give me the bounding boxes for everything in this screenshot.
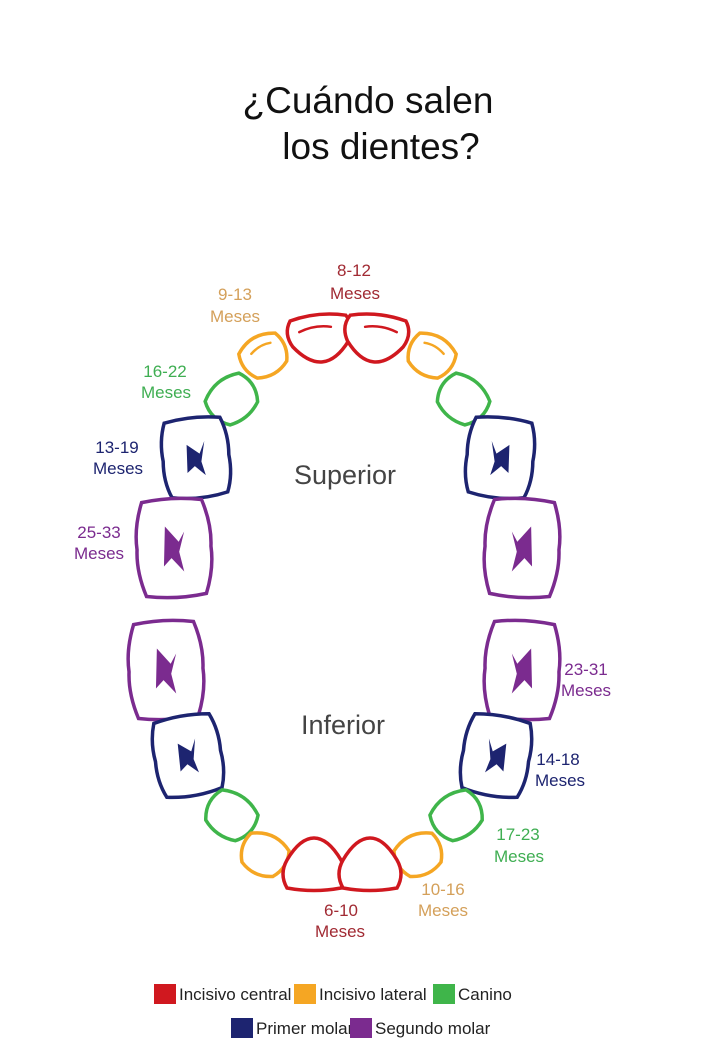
page-title: ¿Cuándo salen los dientes?	[0, 78, 726, 170]
legend-label: Incisivo lateral	[319, 985, 427, 1004]
label-lower-second-molar: 23-31 Meses	[561, 660, 611, 700]
lower-first-molar-right	[454, 708, 538, 803]
label-range: 16-22	[143, 362, 186, 381]
upper-first-molar-left	[156, 412, 236, 504]
label-range: 8-12	[337, 261, 371, 280]
legend-item-central-incisor: Incisivo central	[154, 984, 291, 1004]
legend-label: Incisivo central	[179, 985, 291, 1004]
label-lower-central-incisor: 6-10 Meses	[315, 901, 365, 941]
legend-swatch	[433, 984, 455, 1004]
label-upper-second-molar: 25-33 Meses	[74, 523, 124, 563]
legend-swatch	[231, 1018, 253, 1038]
label-range: 10-16	[421, 880, 464, 899]
label-unit: Meses	[561, 681, 611, 700]
lower-second-molar-left	[124, 616, 208, 724]
title-line-2: los dientes?	[282, 126, 480, 167]
label-unit: Meses	[494, 847, 544, 866]
legend-label: Primer molar	[256, 1019, 354, 1038]
label-lower-lateral-incisor: 10-16 Meses	[418, 880, 468, 920]
legend-item-canine: Canino	[433, 984, 512, 1004]
label-upper-central-incisor: 8-12 Meses	[330, 261, 380, 303]
label-lower-first-molar: 14-18 Meses	[535, 750, 585, 790]
legend-item-first-molar: Primer molar	[231, 1018, 354, 1038]
label-unit: Meses	[210, 307, 260, 326]
label-lower-canine: 17-23 Meses	[494, 825, 544, 866]
label-upper-canine: 16-22 Meses	[141, 362, 191, 402]
upper-first-molar-right	[460, 412, 540, 504]
lower-second-molar-right	[480, 616, 564, 724]
legend-item-second-molar: Segundo molar	[350, 1018, 491, 1038]
label-range: 25-33	[77, 523, 120, 542]
lower-central-incisor-right	[337, 836, 403, 893]
label-range: 9-13	[218, 285, 252, 304]
legend-swatch	[294, 984, 316, 1004]
upper-arch	[132, 309, 564, 602]
label-range: 13-19	[95, 438, 138, 457]
label-unit: Meses	[418, 901, 468, 920]
legend: Incisivo central Incisivo lateral Canino…	[154, 984, 512, 1038]
title-line-1: ¿Cuándo salen	[242, 80, 494, 121]
upper-jaw-label: Superior	[294, 460, 396, 490]
label-unit: Meses	[315, 922, 365, 941]
legend-item-lateral-incisor: Incisivo lateral	[294, 984, 427, 1004]
lower-first-molar-left	[146, 708, 230, 803]
upper-lateral-incisor-left	[231, 324, 297, 387]
upper-central-incisor-right	[339, 309, 413, 367]
label-unit: Meses	[141, 383, 191, 402]
lower-central-incisor-left	[281, 836, 347, 893]
label-range: 6-10	[324, 901, 358, 920]
label-unit: Meses	[330, 284, 380, 303]
upper-second-molar-left	[132, 494, 216, 602]
legend-swatch	[350, 1018, 372, 1038]
legend-swatch	[154, 984, 176, 1004]
label-unit: Meses	[74, 544, 124, 563]
upper-second-molar-right	[480, 494, 564, 602]
label-upper-first-molar: 13-19 Meses	[93, 438, 143, 478]
upper-central-incisor-left	[283, 309, 357, 367]
label-unit: Meses	[93, 459, 143, 478]
label-range: 23-31	[564, 660, 607, 679]
label-unit: Meses	[535, 771, 585, 790]
label-upper-lateral-incisor: 9-13 Meses	[210, 285, 260, 326]
lower-jaw-label: Inferior	[301, 710, 385, 740]
legend-label: Segundo molar	[375, 1019, 491, 1038]
label-range: 14-18	[536, 750, 579, 769]
label-range: 17-23	[496, 825, 539, 844]
upper-lateral-incisor-right	[398, 324, 464, 387]
legend-label: Canino	[458, 985, 512, 1004]
